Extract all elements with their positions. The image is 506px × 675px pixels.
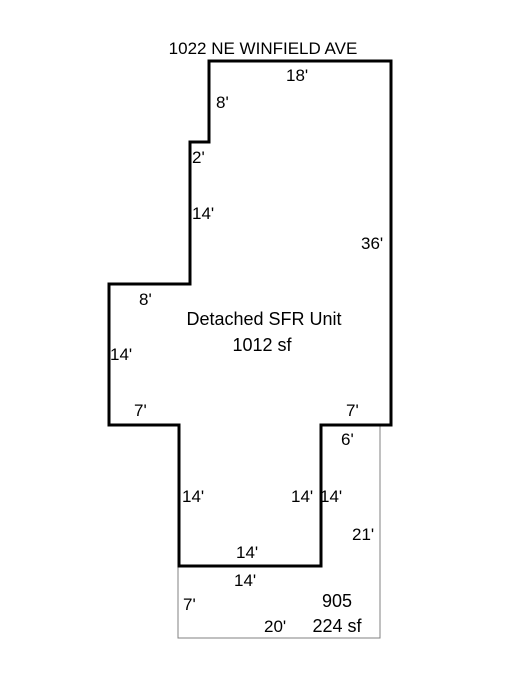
annex-dim-top-inner: 14' xyxy=(234,571,256,590)
dim-lower-left-vertical: 14' xyxy=(182,487,204,506)
dim-right-vertical: 36' xyxy=(361,234,383,253)
dim-left-wing-bottom: 7' xyxy=(134,401,147,420)
annex-dim-bottom: 20' xyxy=(264,617,286,636)
dim-left-upper-vertical: 14' xyxy=(192,204,214,223)
main-unit-area: 1012 sf xyxy=(232,335,292,355)
annex-dim-right-vertical: 21' xyxy=(352,525,374,544)
annex-dim-top: 6' xyxy=(341,430,354,449)
dim-lower-right-vertical: 14' xyxy=(291,487,313,506)
dim-left-wing-vertical: 14' xyxy=(110,345,132,364)
annex-area: 224 sf xyxy=(312,616,362,636)
annex-dim-left-outer: 7' xyxy=(183,595,196,614)
main-unit-name: Detached SFR Unit xyxy=(186,309,341,329)
dim-top: 18' xyxy=(286,66,308,85)
main-unit-outline xyxy=(107,59,393,568)
dim-upper-notch-vertical: 8' xyxy=(216,93,229,112)
annex-dim-left-vertical: 14' xyxy=(320,487,342,506)
address-label: 1022 NE WINFIELD AVE xyxy=(169,39,358,58)
dim-notch-step: 2' xyxy=(192,148,205,167)
dim-left-step-horizontal: 8' xyxy=(139,290,152,309)
annex-outline xyxy=(177,425,381,639)
dim-right-step-horizontal: 7' xyxy=(346,401,359,420)
annex-code: 905 xyxy=(322,591,352,611)
dim-bottom: 14' xyxy=(236,543,258,562)
